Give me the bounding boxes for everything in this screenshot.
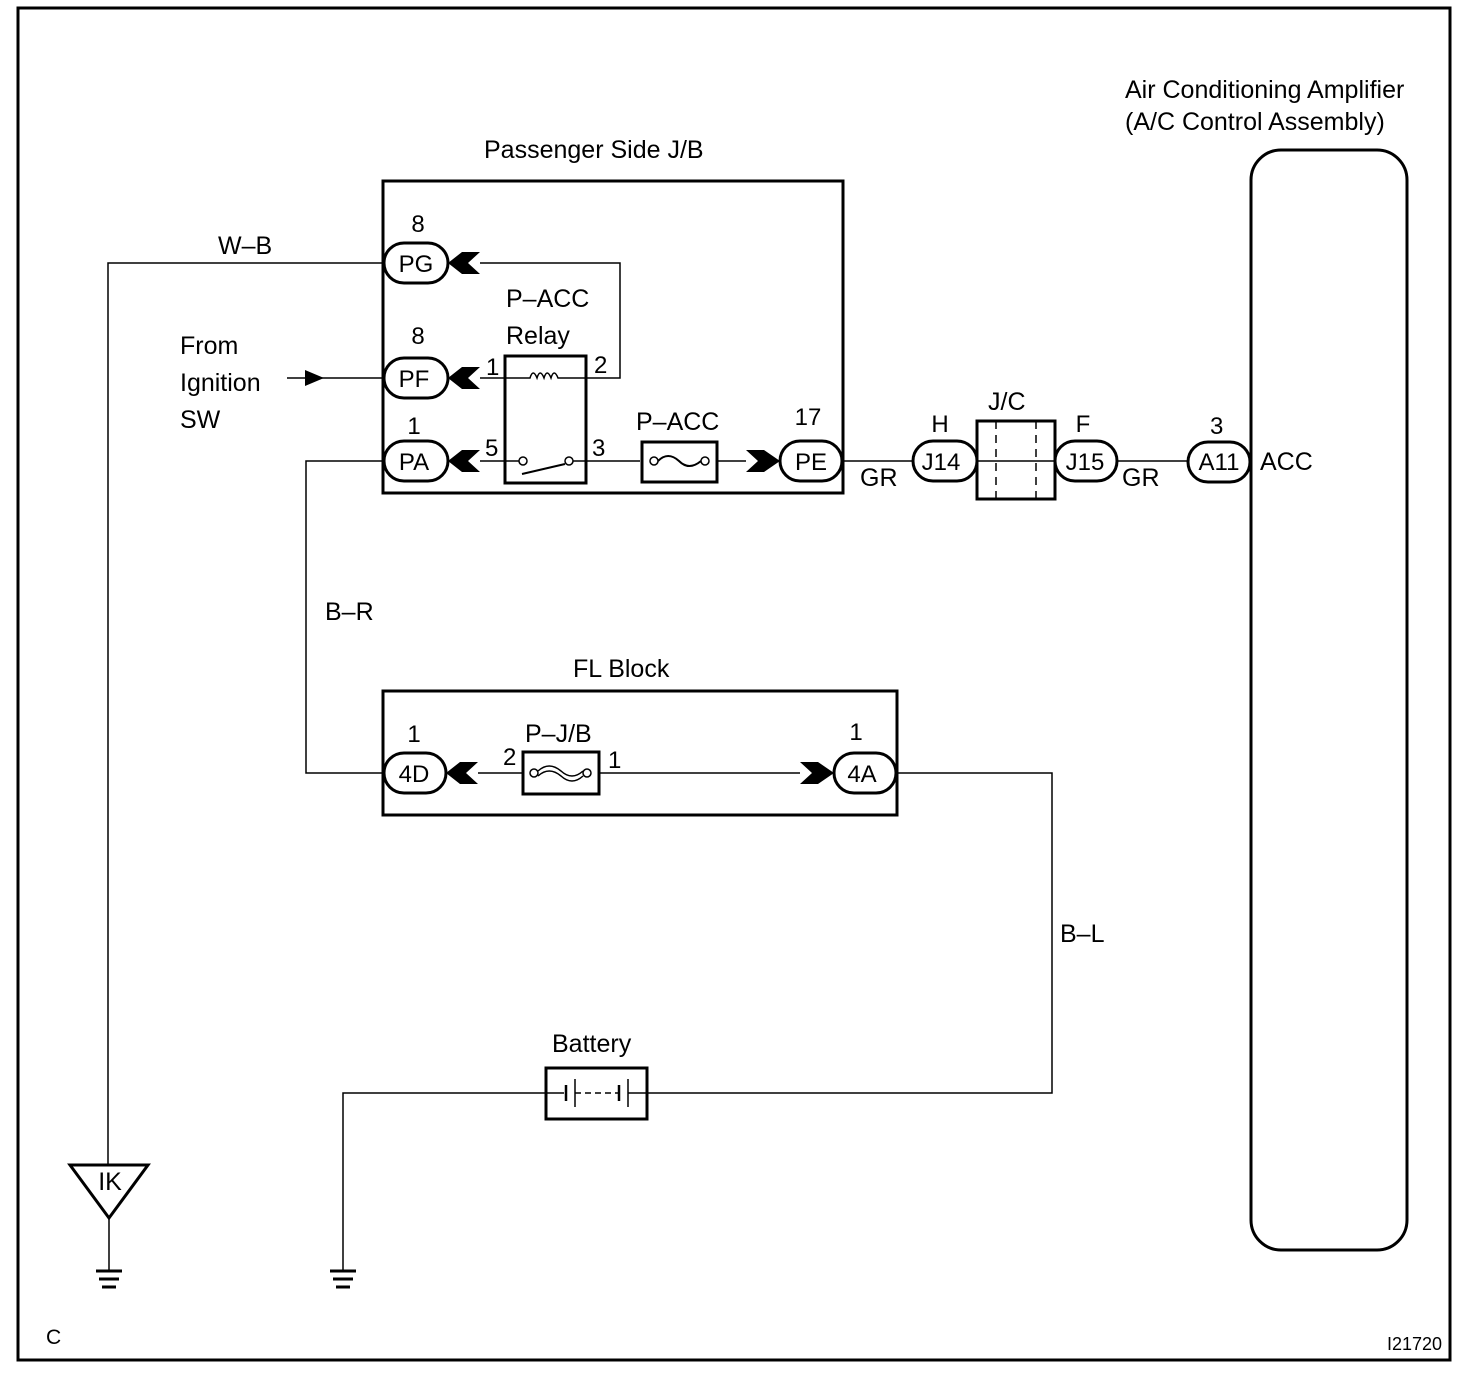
pf-pin-number: 8	[411, 323, 424, 350]
relay-box	[503, 354, 588, 485]
wire-color-wb: W–B	[218, 232, 272, 260]
fusible-link-icon	[537, 765, 584, 782]
relay-coil-icon	[480, 262, 621, 381]
connector-a11-label: A11	[1199, 449, 1240, 476]
4d-pin-number: 1	[407, 721, 420, 748]
wire-color-br: B–R	[325, 598, 374, 626]
relay-pin-1: 1	[486, 354, 499, 381]
fl-block-title: FL Block	[573, 655, 670, 683]
j14-pin-letter: H	[931, 411, 948, 438]
passenger-jb-box	[381, 179, 845, 495]
ground-icon-battery	[330, 1269, 356, 1289]
figure-id: I21720	[1387, 1334, 1442, 1354]
fusible-link-pin-2: 2	[503, 744, 516, 771]
wire-battery-ground	[342, 1092, 546, 1270]
wire-br	[305, 460, 384, 774]
amplifier-title-line1: Air Conditioning Amplifier	[1125, 76, 1404, 104]
relay-contact-left-icon	[518, 456, 528, 466]
4a-terminal-arrow-icon	[800, 762, 834, 784]
battery-label: Battery	[552, 1030, 632, 1058]
connector-a11	[1186, 440, 1252, 484]
j15-pin-letter: F	[1076, 411, 1091, 438]
fusible-link-pin-1: 1	[608, 747, 621, 774]
connector-pf-label: PF	[399, 366, 430, 393]
ignition-arrow-icon	[305, 370, 324, 386]
connector-4a-label: 4A	[847, 761, 876, 788]
wire-color-gr-1: GR	[860, 464, 898, 492]
ground-point-triangle	[67, 1163, 151, 1221]
pg-terminal-arrow-icon	[448, 252, 480, 274]
relay-label-line1: P–ACC	[506, 285, 589, 313]
pf-terminal-arrow-icon	[448, 367, 480, 389]
battery-icon	[546, 1079, 647, 1107]
relay-pin-2: 2	[594, 352, 607, 379]
pg-pin-number: 8	[411, 211, 424, 238]
ignition-line3: SW	[180, 406, 221, 434]
wire-bl	[647, 772, 1053, 1094]
4d-terminal-arrow-icon	[446, 762, 478, 784]
pe-pin-number: 17	[795, 404, 822, 431]
amplifier-terminal-acc: ACC	[1260, 448, 1313, 476]
connector-4d-label: 4D	[399, 761, 430, 788]
corner-label: C	[46, 1326, 61, 1349]
diagram-frame	[16, 6, 1452, 1362]
a11-pin-number: 3	[1210, 413, 1223, 440]
ignition-line2: Ignition	[180, 369, 261, 397]
connector-pg-label: PG	[399, 251, 434, 278]
relay-pin-3: 3	[592, 435, 605, 462]
amplifier-body	[1249, 148, 1409, 1252]
relay-label-line2: Relay	[506, 322, 570, 350]
connector-pe-label: PE	[795, 449, 827, 476]
junction-connector-box	[975, 419, 1057, 501]
wire-color-bl: B–L	[1060, 920, 1105, 948]
pacc-fuse-label: P–ACC	[636, 408, 719, 436]
relay-pin-5: 5	[485, 435, 498, 462]
pa-pin-number: 1	[407, 413, 420, 440]
ground-point-label: IK	[98, 1168, 122, 1196]
wire-wb	[107, 262, 384, 1165]
pa-terminal-arrow-icon	[448, 450, 480, 472]
4a-pin-number: 1	[849, 719, 862, 746]
passenger-jb-title: Passenger Side J/B	[484, 136, 704, 164]
connector-j15-label: J15	[1066, 449, 1105, 476]
ignition-line1: From	[180, 332, 238, 360]
relay-contact-right-icon	[564, 456, 574, 466]
fusible-link-label: P–J/B	[525, 720, 592, 748]
connector-j14-label: J14	[922, 449, 961, 476]
pe-terminal-arrow-icon	[746, 450, 780, 472]
ground-icon-ik	[96, 1269, 122, 1289]
jc-title: J/C	[988, 388, 1026, 416]
fl-block-box	[381, 689, 899, 817]
fuse-icon	[657, 455, 702, 467]
connector-pa-label: PA	[399, 449, 429, 476]
wire-color-gr-2: GR	[1122, 464, 1160, 492]
relay-switch-icon	[521, 463, 566, 475]
amplifier-title-line2: (A/C Control Assembly)	[1125, 108, 1385, 136]
pacc-fuse-box	[640, 440, 719, 484]
